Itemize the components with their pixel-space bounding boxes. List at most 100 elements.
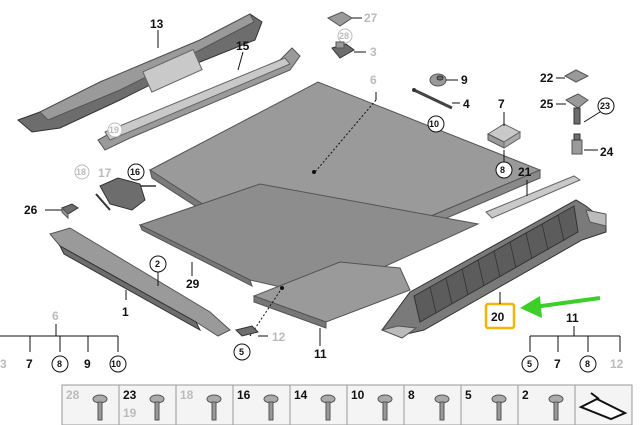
part-29-floor [138, 183, 480, 297]
circle-5 [233, 343, 251, 361]
fastener-shank-icon [154, 401, 160, 421]
callout-28: 28 [339, 31, 349, 41]
fastener-shank-icon [325, 401, 331, 421]
callout-11: 11 [314, 347, 327, 361]
fastener-subnumber: 19 [123, 406, 137, 420]
fastener-number: 2 [522, 388, 529, 402]
fastener-number: 8 [408, 388, 415, 402]
fastener-shank-icon [97, 401, 103, 421]
part-15-rail [97, 47, 301, 151]
callout-13: 13 [150, 17, 164, 31]
left-group-item-4: 10 [111, 359, 121, 369]
part-27-cap [326, 11, 353, 27]
circle-28 [337, 28, 353, 44]
fastener-number: 28 [66, 388, 80, 402]
callout-22: 22 [540, 71, 554, 85]
callout-29: 29 [186, 277, 200, 291]
green-arrow [520, 296, 601, 318]
fastener-number: 14 [294, 388, 308, 402]
callout-10: 10 [429, 119, 439, 129]
lead-23 [583, 111, 601, 123]
part-3-clip [331, 41, 355, 59]
left-group-item-2: 8 [57, 359, 62, 369]
part-12-plate [235, 325, 259, 337]
fastener-shank-icon [553, 401, 559, 421]
dot-6 [312, 170, 316, 174]
fastener-number: 10 [351, 388, 365, 402]
callout-8-top: 8 [500, 165, 505, 175]
left-group-item-3: 9 [84, 357, 91, 371]
callout-17: 17 [98, 166, 112, 180]
part-16-mechanism [95, 177, 156, 211]
part-24-clip [571, 133, 583, 155]
right-group-top: 11 [566, 311, 579, 325]
left-group-item-0: 3 [0, 357, 7, 371]
right-group: 11 5 7 8 12 [521, 311, 624, 373]
lead-15 [237, 51, 244, 71]
right-group-item-2: 8 [585, 359, 590, 369]
fastener-cell: 16 [232, 384, 291, 425]
part-20-sill [380, 199, 607, 339]
callout-23: 23 [600, 101, 610, 111]
fastener-cell: 14 [289, 384, 348, 425]
part-25-bracket [565, 93, 589, 125]
circle-19 [107, 122, 123, 138]
fastener-cell: 8 [403, 384, 462, 425]
callout-1: 1 [122, 305, 129, 319]
circle-23 [597, 97, 615, 115]
left-group: 6 3 7 8 9 10 [0, 309, 127, 373]
part-26-block [61, 203, 79, 220]
callout-12-top: 12 [272, 330, 286, 344]
part-13-bracket [17, 13, 263, 133]
callout-21: 21 [518, 165, 532, 179]
fastener-number: 16 [237, 388, 251, 402]
right-group-item-0: 5 [527, 359, 532, 369]
callout-20: 20 [491, 310, 505, 324]
part-9-knob [429, 73, 447, 87]
callout-25: 25 [540, 97, 554, 111]
circle-18 [74, 164, 90, 180]
circle-16 [127, 163, 145, 181]
callout-4: 4 [463, 97, 470, 111]
callout-15: 15 [236, 39, 250, 53]
shim-icon [578, 392, 628, 421]
part-7-cap [486, 123, 522, 149]
right-group-item-3: 12 [610, 357, 624, 371]
fastener-shank-icon [439, 401, 445, 421]
callout-24: 24 [600, 145, 614, 159]
callout-9: 9 [461, 73, 468, 87]
fastener-cell: 18 [175, 384, 234, 425]
callout-6: 6 [370, 73, 377, 87]
part-11-mat [252, 261, 411, 329]
callout-3: 3 [370, 45, 377, 59]
fastener-number: 23 [123, 388, 137, 402]
part-1-rail [49, 227, 231, 337]
fastener-number: 5 [465, 388, 472, 402]
fastener-shank-icon [211, 401, 217, 421]
fastener-cell: 5 [460, 384, 519, 425]
callout-2-top: 2 [155, 259, 160, 269]
right-group-item-1: 7 [554, 357, 561, 371]
fastener-cell: 10 [346, 384, 405, 425]
sill-ribs [429, 214, 565, 314]
part-21-strip [485, 175, 582, 219]
lead-5-dot [249, 287, 283, 337]
callout-16-top: 16 [130, 167, 140, 177]
callout-7-top: 7 [498, 97, 505, 111]
fastener-shank-icon [496, 401, 502, 421]
fastener-number: 18 [180, 388, 194, 402]
dot-5 [280, 286, 284, 290]
callout-27: 27 [364, 11, 378, 25]
circle-10 [427, 115, 445, 133]
fastener-cell: 28 [61, 384, 120, 425]
fastener-shank-icon [382, 401, 388, 421]
part-4-strap [412, 88, 453, 110]
fastener-cell: 2 [517, 384, 576, 425]
part-22-pad [563, 69, 590, 83]
callout-26: 26 [24, 203, 38, 217]
left-group-top: 6 [52, 309, 59, 323]
fastener-shank-icon [268, 401, 274, 421]
